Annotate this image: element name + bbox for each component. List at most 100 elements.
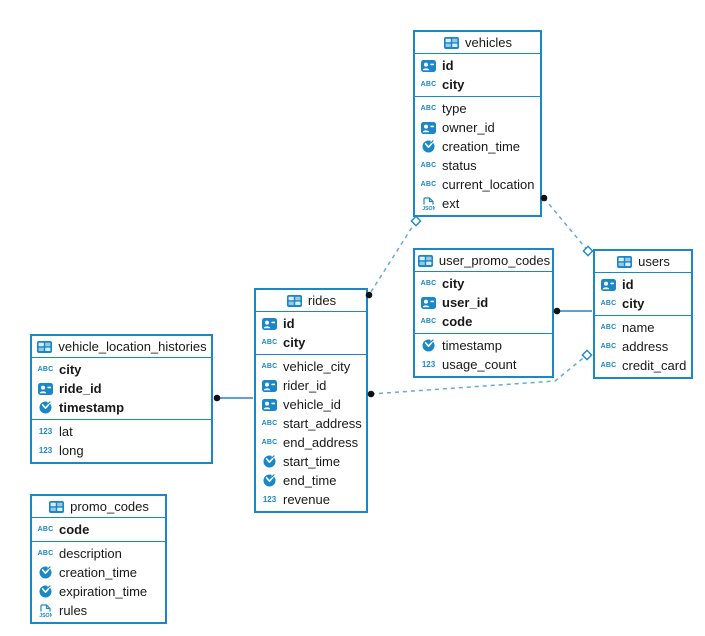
column-label: id bbox=[442, 58, 454, 73]
table-header[interactable]: vehicle_location_histories bbox=[32, 336, 211, 358]
table-icon bbox=[616, 255, 633, 268]
table-icon bbox=[36, 340, 53, 353]
table-icon bbox=[48, 500, 65, 513]
table-title: user_promo_codes bbox=[438, 253, 551, 268]
column-row: creation_time bbox=[32, 563, 165, 582]
clock-icon bbox=[261, 474, 278, 487]
clock-icon bbox=[37, 566, 54, 579]
text-icon: ABC bbox=[600, 343, 617, 350]
text-icon: ABC bbox=[37, 550, 54, 557]
column-label: start_time bbox=[283, 454, 341, 469]
text-icon: ABC bbox=[420, 162, 437, 169]
column-label: timestamp bbox=[442, 338, 502, 353]
column-row: user_id bbox=[415, 293, 552, 312]
text-icon: ABC bbox=[600, 300, 617, 307]
number-icon: 123 bbox=[38, 446, 53, 455]
column-label: timestamp bbox=[59, 400, 125, 415]
text-icon: ABC bbox=[420, 105, 437, 112]
id-icon bbox=[261, 379, 278, 392]
text-icon: ABC bbox=[420, 181, 437, 188]
table-title: promo_codes bbox=[70, 499, 149, 514]
column-label: rules bbox=[59, 603, 88, 618]
table-icon bbox=[417, 254, 434, 267]
relationship-diamond-endpoint bbox=[582, 245, 594, 257]
column-row: id bbox=[595, 275, 691, 294]
column-label: start_address bbox=[283, 416, 362, 431]
column-label: rider_id bbox=[283, 378, 327, 393]
column-row: timestamp bbox=[32, 398, 211, 417]
column-label: current_location bbox=[442, 177, 535, 192]
column-label: end_time bbox=[283, 473, 337, 488]
column-row: ABC status bbox=[415, 156, 540, 175]
column-label: code bbox=[59, 522, 90, 537]
column-row: id bbox=[415, 56, 540, 75]
table-header[interactable]: rides bbox=[256, 290, 366, 312]
column-row: vehicle_id bbox=[256, 395, 366, 414]
relationship-diamond-endpoint bbox=[581, 349, 593, 361]
columns-section: ABC description creation_time expiration_ti… bbox=[32, 542, 165, 622]
column-label: owner_id bbox=[442, 120, 495, 135]
column-row: ABC description bbox=[32, 544, 165, 563]
column-label: expiration_time bbox=[59, 584, 148, 599]
id-icon bbox=[420, 121, 437, 134]
relationship-dot-endpoint bbox=[213, 394, 221, 402]
number-icon: 123 bbox=[38, 427, 53, 436]
table-header[interactable]: users bbox=[595, 251, 691, 273]
column-label: long bbox=[59, 443, 84, 458]
relationship-diamond-endpoint bbox=[410, 215, 422, 227]
relationship-dot-endpoint bbox=[367, 390, 375, 398]
column-label: address bbox=[622, 339, 669, 354]
column-label: description bbox=[59, 546, 122, 561]
column-label: id bbox=[622, 277, 634, 292]
text-icon: ABC bbox=[420, 280, 437, 287]
column-row: rider_id bbox=[256, 376, 366, 395]
text-icon: ABC bbox=[420, 318, 437, 325]
clock-icon bbox=[420, 339, 437, 352]
table-header[interactable]: promo_codes bbox=[32, 496, 165, 518]
table-icon bbox=[286, 294, 303, 307]
text-icon: ABC bbox=[600, 362, 617, 369]
table-title: users bbox=[638, 254, 670, 269]
column-label: status bbox=[442, 158, 477, 173]
json-icon: JSON bbox=[420, 196, 437, 211]
table-title: rides bbox=[307, 293, 337, 308]
column-label: vehicle_city bbox=[283, 359, 351, 374]
column-row: ABC address bbox=[595, 337, 691, 356]
svg-text:JSON: JSON bbox=[422, 206, 435, 211]
table-title: vehicle_location_histories bbox=[58, 339, 207, 354]
table-header[interactable]: vehicles bbox=[415, 32, 540, 54]
text-icon: ABC bbox=[261, 363, 278, 370]
column-label: city bbox=[442, 77, 465, 92]
column-row: creation_time bbox=[415, 137, 540, 156]
id-icon bbox=[420, 59, 437, 72]
table-header[interactable]: user_promo_codes bbox=[415, 250, 552, 272]
